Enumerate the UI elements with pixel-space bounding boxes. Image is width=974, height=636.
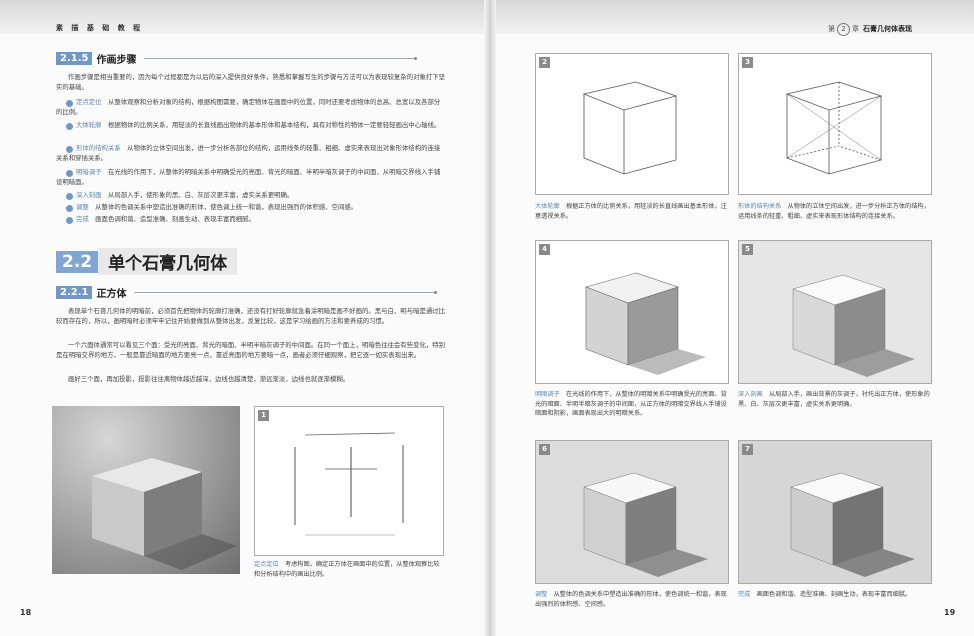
step-label: 明暗调子 — [76, 168, 102, 176]
chapter-number: 2 — [837, 23, 850, 36]
chapter-title: 石膏几何体表现 — [863, 25, 912, 33]
book-title: 素 描 基 础 教 程 — [56, 24, 144, 32]
cube-paragraph-3: 画好三个面，再加投影，投影往往离物体越近越深，边线也越清楚，渐远渐淡，边线也就逐… — [68, 375, 350, 383]
step-text: 根据物体的比例关系，用轻淡的长直线画出物体的基本形体和基本结构，具有对称性的物体… — [107, 121, 441, 129]
step-number: 5 — [66, 193, 79, 200]
frame-number: 6 — [539, 444, 550, 455]
frame-number: 4 — [539, 244, 550, 255]
step-frame-1: 1 — [254, 406, 444, 556]
step-text: 画面色调和谐、造型准确、刻画生动、表现丰富而细腻。 — [95, 215, 255, 223]
step-number: 3 — [66, 146, 79, 153]
step-label: 调整 — [76, 203, 89, 211]
frame-caption-1: 定点定位 考虑构图，确定正方体在画面中的位置，从整体观察比较和分析结构中的画出比… — [254, 561, 440, 578]
cube-paragraph-1: 表现单个石膏几何体的明暗前，必须首先把物体的轮廓打准确，还没有打好轮廓就急着涂明… — [56, 307, 446, 325]
step-label: 完成 — [76, 215, 89, 223]
section-heading-2-2-1: 2.2.1 正方体 — [56, 285, 438, 300]
step-frame-5: 5 — [738, 240, 932, 384]
step-number: 1 — [66, 100, 79, 107]
step-text: 从整体观察和分析对象的结构，根据构图需要，确定物体在画面中的位置，同时还要考虑物… — [56, 98, 441, 116]
frame-caption-3: 形体的结构关系 从物体的立体空间出发，进一步分析正方体的结构，运用线条的轻重、粗… — [738, 203, 930, 220]
step-text: 从物体的立体空间出发，进一步分析各部位的结构，运用线条的轻重、粗细、虚实来表现出… — [56, 144, 441, 162]
frame-number: 5 — [742, 244, 753, 255]
step-frame-2: 2 — [535, 53, 729, 195]
frame-number: 1 — [258, 410, 269, 421]
step-label: 大体轮廓 — [76, 121, 102, 129]
step-text: 从局部入手，使形象的黑、白、灰层次更丰富，虚实关系更明确。 — [107, 191, 294, 199]
step-item: 6调整 从整体的色调关系中塑造出准确的形体，使色调上统一和谐，表现出强烈的体积感… — [56, 202, 446, 212]
step-item: 1定点定位 从整体观察和分析对象的结构，根据构图需要，确定物体在画面中的位置，同… — [56, 97, 446, 117]
step-number: 6 — [66, 205, 79, 212]
step-frame-7: 7 — [738, 440, 932, 584]
frame-number: 3 — [742, 57, 753, 68]
step-frame-3: 3 — [738, 53, 932, 195]
frame-number: 2 — [539, 57, 550, 68]
step-number: 7 — [66, 217, 79, 224]
step-item: 7完成 画面色调和谐、造型准确、刻画生动、表现丰富而细腻。 — [56, 214, 446, 224]
step-item: 2大体轮廓 根据物体的比例关系，用轻淡的长直线画出物体的基本形体和基本结构，具有… — [56, 120, 446, 130]
frame-number: 7 — [742, 444, 753, 455]
frame-caption-5: 深入刻画 从局部入手，画出背景的灰调子，衬托出正方体，使形象的黑、白、灰层次更丰… — [738, 391, 930, 408]
step-frame-4: 4 — [535, 240, 729, 384]
page-number-left: 18 — [20, 608, 32, 617]
intro-paragraph: 作画步骤是相当重要的，因为每个过程都是为以后的深入提供良好条件，熟悉和掌握写生的… — [56, 73, 446, 91]
frame-caption-4: 明暗调子 在光线的作用下，从整体的明暗关系中明确受光的亮面、背光的暗面、半明半暗… — [535, 391, 727, 417]
cube-photo — [52, 406, 240, 574]
step-item: 4明暗调子 在光线的作用下，从整体的明暗关系中明确受光的亮面、背光的暗面、半明半… — [56, 167, 446, 187]
step-text: 在光线的作用下，从整体的明暗关系中明确受光的亮面、背光的暗面、半明半暗灰调子的中… — [56, 168, 441, 186]
frame-caption-6: 调整 从整体的色调关系中塑造出准确的形体，使色调统一和谐，表现出强烈的体积感、空… — [535, 591, 727, 608]
step-number: 2 — [66, 123, 79, 130]
step-item: 3形体的结构关系 从物体的立体空间出发，进一步分析各部位的结构，运用线条的轻重、… — [56, 143, 446, 163]
cube-paragraph-2: 一个六面体通常可以看见三个面：受光的亮面、背光的暗面、半明半暗灰调子的中间面。在… — [56, 341, 446, 359]
page-gutter — [484, 0, 496, 636]
section-heading-2-1-5: 2.1.5 作画步骤 — [56, 51, 418, 66]
step-label: 深入刻画 — [76, 191, 102, 199]
step-label: 形体的结构关系 — [76, 144, 121, 152]
step-text: 从整体的色调关系中塑造出准确的形体，使色调上统一和谐，表现出强烈的体积感、空间感… — [95, 203, 358, 211]
step-number: 4 — [66, 170, 79, 177]
step-frame-6: 6 — [535, 440, 729, 584]
step-item: 5深入刻画 从局部入手，使形象的黑、白、灰层次更丰富，虚实关系更明确。 — [56, 190, 446, 200]
step-label: 定点定位 — [76, 98, 102, 106]
frame-caption-7: 完成 画面色调和谐、造型准确、刻画生动，表现丰富而细腻。 — [738, 591, 912, 598]
chapter-heading-2-2: 2.2 单个石膏几何体 — [56, 248, 238, 275]
page-number-right: 19 — [944, 608, 956, 617]
frame-caption-2: 大体轮廓 根据正方体的比例关系，用轻淡的长直线画出基本形体，注意透视关系。 — [535, 203, 727, 220]
